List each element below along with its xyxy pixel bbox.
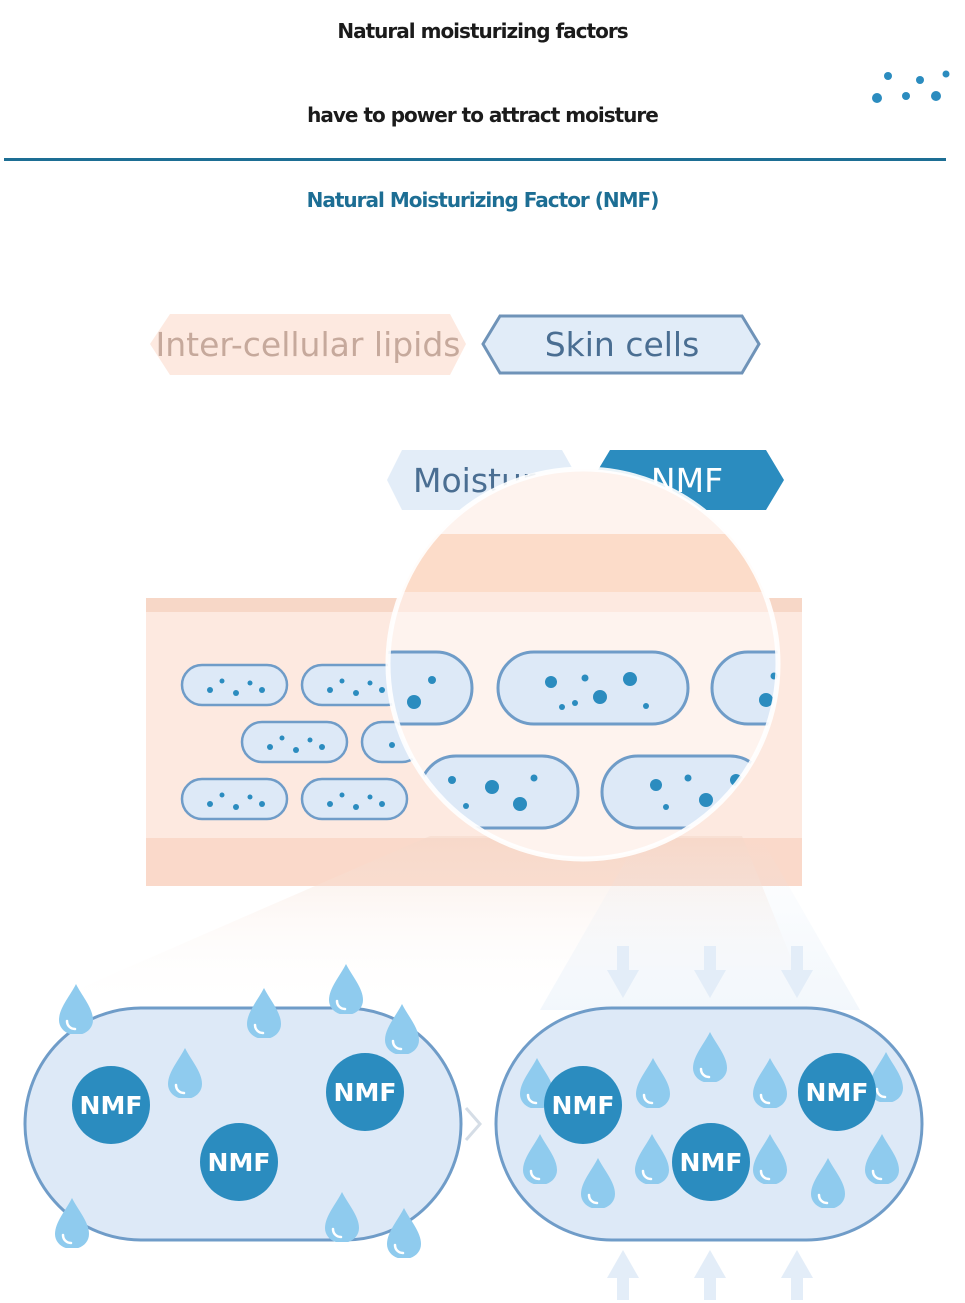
- nmf-label: NMF: [806, 1078, 869, 1107]
- legend-cells-tag: Skin cells: [481, 314, 761, 375]
- nmf-molecule: NMF: [798, 1053, 876, 1131]
- arrow-down-icon: [607, 946, 639, 998]
- arrow-up-icon: [607, 1250, 639, 1300]
- nmf-label: NMF: [208, 1148, 271, 1177]
- legend-cells-label: Skin cells: [545, 325, 700, 364]
- cell-before: NMF NMF NMF: [23, 962, 463, 1258]
- nmf-molecule: NMF: [672, 1123, 750, 1201]
- headline-line-1: Natural moisturizing factors: [337, 19, 628, 43]
- nmf-label: NMF: [552, 1091, 615, 1120]
- nmf-label: NMF: [334, 1078, 397, 1107]
- inflow-arrows: [607, 946, 813, 1300]
- nmf-molecule: NMF: [544, 1066, 622, 1144]
- nmf-molecule: NMF: [72, 1066, 150, 1144]
- nmf-label: NMF: [80, 1091, 143, 1120]
- nmf-molecule: NMF: [326, 1053, 404, 1131]
- chevron-right-icon: [464, 1107, 482, 1141]
- nmf-molecule: NMF: [200, 1123, 278, 1201]
- magnifier-lens: [385, 466, 781, 862]
- arrow-down-icon: [694, 946, 726, 998]
- legend-lipids-tag: Inter-cellular lipids: [150, 314, 466, 375]
- decorative-dots: [872, 70, 950, 103]
- title-divider: [4, 158, 946, 161]
- headline-line-2: have to power to attract moisture: [307, 103, 659, 127]
- page-subtitle: Natural Moisturizing Factor (NMF): [306, 188, 660, 212]
- arrow-up-icon: [781, 1250, 813, 1300]
- nmf-label: NMF: [680, 1148, 743, 1177]
- arrow-up-icon: [694, 1250, 726, 1300]
- cell-after: NMF NMF NMF: [494, 1006, 924, 1242]
- legend-lipids-label: Inter-cellular lipids: [156, 325, 461, 364]
- arrow-down-icon: [781, 946, 813, 998]
